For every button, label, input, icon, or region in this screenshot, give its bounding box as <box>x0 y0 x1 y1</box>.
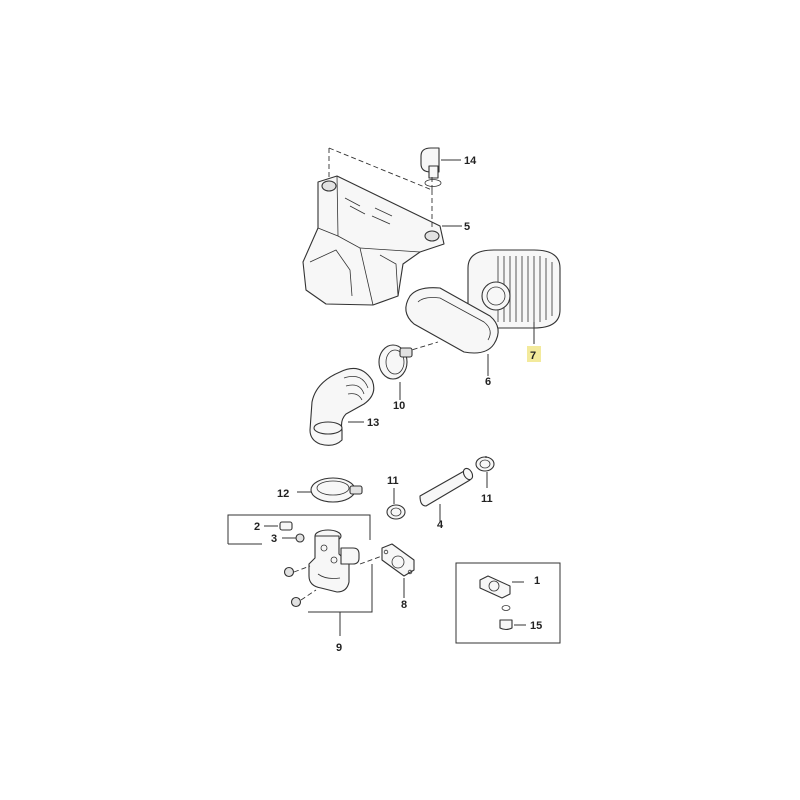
intake-manifold <box>308 529 360 593</box>
detail-box <box>455 562 561 644</box>
callout-12: 12 <box>277 488 289 500</box>
part-6-pre-filter <box>405 287 499 376</box>
callout-6: 6 <box>485 376 491 388</box>
callout-10: 10 <box>393 400 405 412</box>
part-11-upper-hose-clip <box>475 456 495 488</box>
part-3-nut <box>282 533 305 543</box>
o-ring <box>424 179 442 187</box>
callout-13: 13 <box>367 417 379 429</box>
part-14-breather-fitting <box>420 147 461 187</box>
part-13-elbow-hose <box>309 367 375 446</box>
part-2-stud <box>264 521 293 531</box>
part-8-gasket <box>359 543 415 598</box>
washer <box>501 605 511 611</box>
part-11-lower-hose-clip <box>386 488 406 520</box>
callout-9: 9 <box>336 642 342 654</box>
part-15-nut-detail <box>499 619 526 631</box>
callout-14: 14 <box>464 155 477 167</box>
callout-15: 15 <box>530 620 542 632</box>
callout-11-lower: 11 <box>387 475 399 487</box>
callout-2: 2 <box>254 521 260 533</box>
dashed-line-clamp <box>404 341 439 353</box>
callout-5: 5 <box>464 221 470 233</box>
callout-7: 7 <box>530 350 536 362</box>
callout-11-upper: 11 <box>481 493 493 505</box>
callout-4: 4 <box>437 519 444 531</box>
part-5-air-filter-cover <box>302 175 462 306</box>
assembly-dashed-lines <box>328 147 433 230</box>
highlight-marker <box>527 346 541 362</box>
part-10-hose-clamp <box>378 344 413 400</box>
part-1-gasket-detail <box>479 575 524 599</box>
callout-labels: 1 2 3 4 5 6 7 8 9 10 11 11 12 13 14 15 <box>254 155 542 654</box>
manifold-nuts <box>283 565 317 608</box>
callout-8: 8 <box>401 599 407 611</box>
part-12-large-clamp <box>297 477 363 503</box>
part-4-straight-hose <box>419 467 474 522</box>
callout-1: 1 <box>534 575 540 587</box>
group-9-bracket <box>227 514 373 636</box>
callout-3: 3 <box>271 533 277 545</box>
